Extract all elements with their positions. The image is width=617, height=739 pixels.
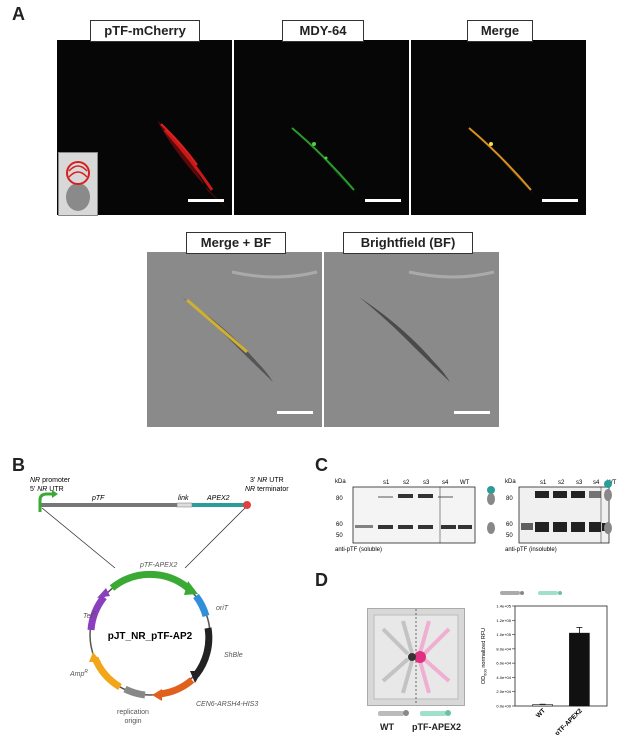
- scale-bar-4: [277, 411, 313, 414]
- marker-60-1: 60: [336, 522, 343, 528]
- tube-wt-icon: [378, 710, 409, 716]
- ptf-bar-label: pTF: [91, 495, 105, 502]
- promoter-arrow-icon: [38, 492, 52, 512]
- link-bar: [176, 502, 193, 508]
- y-tick-label-7: 1.4e+05: [496, 604, 511, 609]
- apex2-bar-label: APEX2: [206, 495, 230, 502]
- panel-letter-b: B: [12, 455, 25, 475]
- kda-label-2: kDa: [505, 479, 516, 485]
- orit-feature: oriT: [216, 605, 229, 612]
- marker-80-1: 80: [336, 496, 343, 502]
- x-tick-label-1: pTF-APEX2: [554, 707, 584, 735]
- scale-bar-2: [365, 199, 401, 202]
- tet-feature: TetR: [83, 611, 96, 620]
- replication-feature: replication: [117, 709, 149, 716]
- y-tick-label-1: 2.0e+04: [496, 689, 511, 694]
- scale-bar-5: [454, 411, 490, 414]
- image-mdy-64: [234, 40, 409, 215]
- label-merge: Merge: [467, 20, 533, 42]
- origin-feature: origin: [124, 718, 141, 725]
- scale-bar-1: [188, 199, 224, 202]
- lane-s4-2: s4: [593, 480, 600, 486]
- label-ptf-mcherry: pTF-mCherry: [90, 20, 200, 42]
- lane-s3-2: s3: [576, 480, 583, 486]
- inset-structure: [58, 152, 98, 216]
- terminator-icon: [243, 501, 251, 509]
- nr-promoter-label: NR promoter: [30, 477, 71, 484]
- amp-feature: AmpR: [69, 669, 88, 678]
- y-tick-label-3: 6.0e+04: [496, 661, 511, 666]
- chart-tube-ptf-icon: [538, 591, 562, 595]
- protein-cartoon-icon: [604, 480, 612, 534]
- lane-s1-1: s1: [383, 480, 390, 486]
- utr5-label: 5' NR UTR: [30, 486, 64, 493]
- y-tick-label-5: 1.0e+05: [496, 632, 511, 637]
- tube-ptf-apex2-icon: [420, 710, 451, 716]
- lane-s2-2: s2: [558, 480, 565, 486]
- promoter-arrowhead-icon: [52, 490, 58, 498]
- merge-bf-cell-svg: [182, 270, 318, 382]
- plasmid-name: pJT_NR_pTF-AP2: [108, 631, 193, 642]
- y-tick-label-4: 8.0e+04: [496, 646, 511, 651]
- label-merge-bf: Merge + BF: [186, 232, 286, 254]
- shble-feature: ShBle: [224, 652, 243, 659]
- insoluble-label: anti-pTF (insoluble): [505, 547, 557, 553]
- ptf-bar: [40, 503, 177, 507]
- image-merge: [411, 40, 586, 215]
- label-mdy-64: MDY-64: [282, 20, 364, 42]
- soluble-label: anti-pTF (soluble): [335, 547, 382, 553]
- utr3-label: 3' NR UTR: [250, 477, 284, 484]
- blot-soluble: [352, 486, 476, 544]
- photo-label-wt: WT: [380, 722, 394, 732]
- western-blots: kDa s1 s2 s3 s4 WT 80 60 50 anti-pTF (so…: [335, 479, 617, 553]
- y-tick-label-2: 4.0e+04: [496, 675, 511, 680]
- y-axis-label: OD600 normalized RFU: [481, 628, 488, 684]
- label-brightfield: Brightfield (BF): [343, 232, 473, 254]
- lane-s2-1: s2: [403, 480, 410, 486]
- mcherry-cell-svg: [157, 120, 227, 208]
- scale-bar-3: [542, 199, 578, 202]
- photo-label-ptf-apex2: pTF-APEX2: [412, 722, 462, 732]
- y-tick-label-6: 1.2e+05: [496, 618, 511, 623]
- chart-tube-wt-icon: [500, 591, 524, 595]
- marker-60-2: 60: [506, 522, 513, 528]
- bar-ptf-apex2: [569, 632, 590, 707]
- y-tick-label-0: 0.0e+00: [496, 704, 511, 709]
- brightfield-cell-svg: [359, 270, 495, 382]
- marker-50-1: 50: [336, 533, 343, 539]
- bar-wt: [532, 704, 553, 707]
- image-merge-bf: [147, 252, 322, 427]
- rfu-bar-chart: 0.0e+00 2.0e+04 4.0e+04 6.0e+04 8.0e+04 1.0e+…: [481, 604, 608, 735]
- plot-frame: [514, 605, 608, 707]
- ptf-apex2-feature: pTF-APEX2: [139, 562, 177, 569]
- tube-photo: [367, 608, 465, 706]
- marker-50-2: 50: [506, 533, 513, 539]
- lane-s3-1: s3: [423, 480, 430, 486]
- lane-s1-2: s1: [540, 480, 547, 486]
- image-brightfield: [324, 252, 499, 427]
- panel-letter-a: A: [12, 4, 25, 24]
- apex2-bar: [192, 503, 245, 507]
- lane-wt-1: WT: [460, 480, 470, 486]
- merge-cell-svg: [466, 125, 539, 200]
- mdy-cell-svg: [289, 125, 362, 200]
- protein-structure-icon: [66, 161, 90, 211]
- panel-letter-d: D: [315, 570, 328, 590]
- x-tick-label-0: WT: [535, 707, 547, 719]
- panel-letter-c: C: [315, 455, 328, 475]
- marker-80-2: 80: [506, 496, 513, 502]
- kda-label-1: kDa: [335, 479, 346, 485]
- link-label: link: [178, 495, 189, 502]
- lane-s4-1: s4: [442, 480, 449, 486]
- cen6-feature: CEN6-ARSH4-HIS3: [196, 701, 258, 708]
- plasmid-map: NR promoter 5' NR UTR 3' NR UTR NR termi…: [30, 477, 289, 725]
- tube-rack-svg: [373, 609, 459, 705]
- terminator-label: NR terminator: [245, 486, 289, 493]
